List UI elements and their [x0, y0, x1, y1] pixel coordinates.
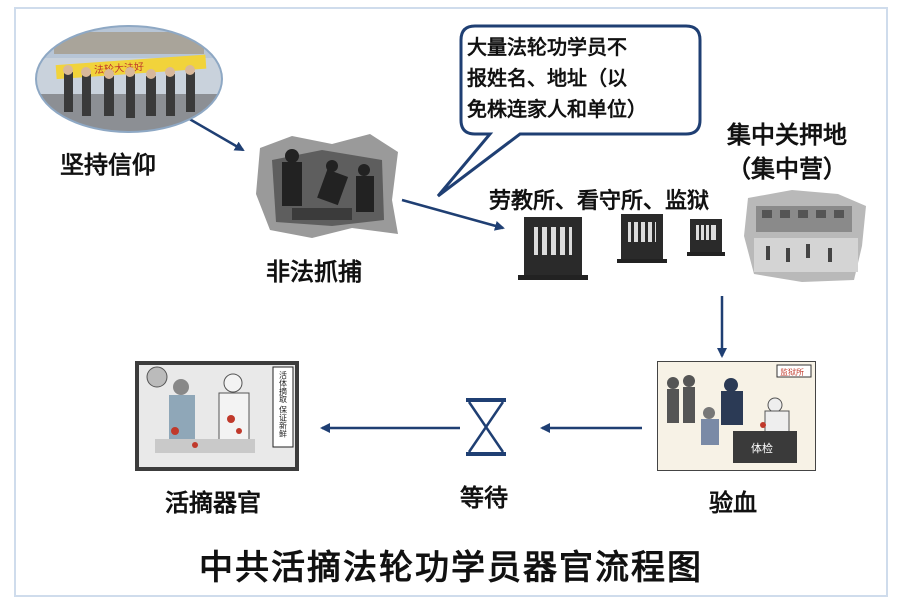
svg-text:体检: 体检 [751, 441, 773, 455]
protest-photo: 法轮大法好 [35, 25, 223, 133]
step-wait-label: 等待 [460, 484, 508, 512]
prison-cell-small-icon [687, 219, 725, 256]
organ-harvest-photo: 活体摘取 保证新鲜 [135, 361, 299, 471]
prison-cell-large-icon [518, 217, 588, 280]
camp-photo [744, 190, 866, 282]
step-camp-label-line2: （集中营） [727, 155, 847, 183]
step-prisons-label: 劳教所、看守所、监狱 [489, 189, 710, 214]
svg-text:监狱所: 监狱所 [780, 367, 804, 377]
speech-bubble-line: 大量法轮功学员不 [467, 35, 627, 59]
diagram-title: 中共活摘法轮功学员器官流程图 [199, 548, 703, 588]
speech-bubble-text: 大量法轮功学员不 报姓名、地址（以 免株连家人和单位） [467, 32, 692, 125]
svg-text:活体摘取 保证新鲜: 活体摘取 保证新鲜 [279, 370, 288, 439]
arrow-belief-to-arrest [185, 115, 245, 152]
speech-bubble-line: 免株连家人和单位） [467, 97, 647, 121]
arrow-arrest-to-prison [401, 198, 505, 231]
hourglass-icon [466, 398, 506, 456]
prison-cell-medium-icon [617, 214, 667, 263]
step-belief-label: 坚持信仰 [60, 151, 156, 179]
step-harvest-label: 活摘器官 [165, 489, 261, 517]
speech-bubble-line: 报姓名、地址（以 [467, 66, 627, 90]
step-arrest-label: 非法抓捕 [266, 258, 362, 286]
step-blood-test-label: 验血 [709, 489, 757, 517]
blood-test-photo: 监狱所 体检 [657, 361, 816, 471]
arrest-photo [256, 134, 398, 238]
speech-bubble [436, 24, 702, 198]
step-camp-label-line1: 集中关押地 [727, 121, 847, 149]
